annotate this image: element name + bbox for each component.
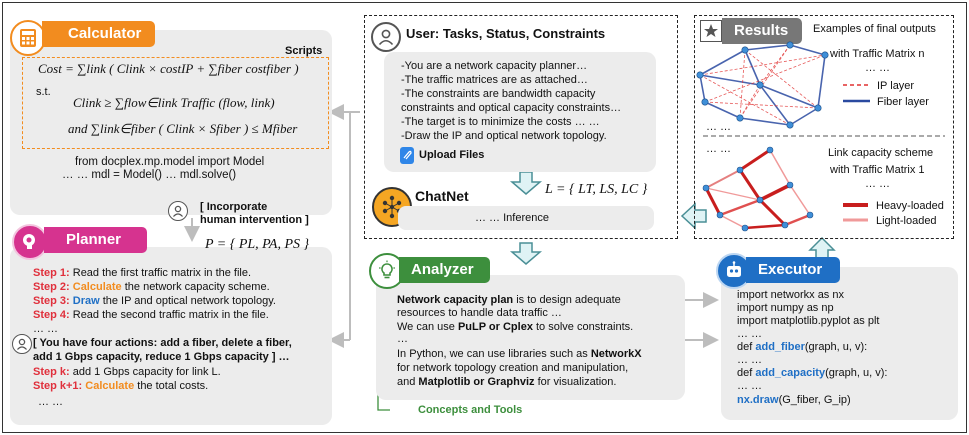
hollow-arrow-down-chatnet [509,171,543,195]
legend-heavy-label: Heavy-loaded [876,200,944,212]
results-examples: Examples of final outputs [813,23,936,35]
analyzer-p1-l3: We can use PuLP or Cplex to solve constr… [397,321,634,333]
user-title: User: Tasks, Status, Constraints [406,26,606,41]
planner-step-4: Step 4: Read the second traffic matrix i… [33,309,269,321]
scripts-box [22,57,329,149]
analyzer-panel [376,275,685,400]
exec-line-3: import matplotlib.pyplot as plt [737,315,880,327]
results-ellipsis-left: … … [706,121,732,133]
inference-text: … … Inference [475,212,549,224]
chatnet-title: ChatNet [415,188,469,204]
concepts-tools-label: Concepts and Tools [418,404,523,416]
inference-panel [398,206,654,230]
planner-step-k: Step k: add 1 Gbps capacity for link L. [33,366,221,378]
constraint-1: Clink ≥ ∑flow∈link Traffic (flow, link) [73,95,275,110]
user-line-5: -The target is to minimize the costs … … [401,116,600,128]
user-chatnet-box [364,15,678,239]
planner-step-2: Step 2: Calculate the network capacity s… [33,281,270,293]
results-title: Results [722,18,803,44]
planner-formula: P = { PL, PA, PS } [205,237,310,252]
human-actions-1: [ You have four actions: add a fiber, de… [33,337,292,349]
exec-line-8: … … [737,380,763,392]
constraint-2: and ∑link∈fiber ( Clink × Sfiber ) ≤ Mfi… [68,121,298,136]
analyzer-p2-l3: and Matplotlib or Graphviz for visualiza… [397,376,617,388]
analyzer-p1-l4: … [397,333,408,345]
brain-icon [12,224,48,260]
results-tm-1: with Traffic Matrix 1 [830,164,925,176]
chatnet-formula: L = { LT, LS, LC } [545,182,648,197]
file-icon [400,146,414,164]
analyzer-p2-l1: In Python, we can use libraries such as … [397,348,642,360]
user-line-4: constraints and optical capacity constra… [401,102,622,114]
robot-icon [716,253,752,289]
exec-line-5: def add_fiber(graph, u, v): [737,341,868,353]
intervention-line-2: human intervention ] [200,214,309,226]
st-label: s.t. [36,86,51,98]
exec-line-1: import networkx as nx [737,289,844,301]
user-icon-planner [12,334,32,354]
calc-code-2: … … mdl = Model() … mdl.solve() [62,169,237,181]
user-icon [371,22,401,52]
executor-panel [721,267,958,420]
planner-panel [10,247,332,425]
upload-files-button[interactable]: Upload Files [400,146,484,164]
user-line-1: -You are a network capacity planner… [401,60,588,72]
exec-line-2: import numpy as np [737,302,834,314]
star-icon [700,20,722,42]
exec-line-6: … … [737,354,763,366]
results-box [694,15,954,239]
human-actions-2: add 1 Gbps capacity, reduce 1 Gbps capac… [33,351,290,363]
user-line-3: -The constraints are bandwidth capacity [401,88,596,100]
calc-code-1: from docplex.mp.model import Model [75,156,265,168]
results-link-scheme: Link capacity scheme [828,147,934,159]
cost-formula: Cost = ∑link ( Clink × costIP + ∑fiber c… [38,61,299,76]
results-ellipsis-mid: … … [865,178,891,190]
planner-ellipsis-2: … … [38,396,64,408]
analyzer-p1-l1: Network capacity plan is to design adequ… [397,294,621,306]
user-line-2: -The traffic matrices are as attached… [401,74,588,86]
analyzer-p2-l2: for network topology creation and manipu… [397,362,629,374]
results-ellipsis-left2: … … [706,143,732,155]
results-tm-n: with Traffic Matrix n [830,48,925,60]
executor-title: Executor [746,257,841,283]
intervention-line-1: [ Incorporate [200,201,268,213]
exec-line-4: … … [737,328,763,340]
legend-light-label: Light-loaded [876,215,937,227]
user-message-panel [384,52,656,172]
planner-ellipsis-1: … … [33,323,59,335]
scripts-label: Scripts [285,45,323,57]
calculator-panel [10,30,332,215]
planner-step-3: Step 3: Draw the IP and optical network … [33,295,276,307]
analyzer-p1-l2: resources to handle data traffic … [397,307,562,319]
exec-line-9: nx.draw(G_fiber, G_ip) [737,394,851,406]
calculator-title: Calculator [42,21,156,47]
legend-fiber-label: Fiber layer [877,96,929,108]
planner-step-k1: Step k+1: Calculate the total costs. [33,380,209,392]
user-line-6: -Draw the IP and optical network topolog… [401,130,607,142]
exec-line-7: def add_capacity(graph, u, v): [737,367,888,379]
hollow-arrow-down-analyzer [509,242,543,265]
planner-step-1: Step 1: Read the first traffic matrix in… [33,267,252,279]
user-icon-intervention [168,201,188,221]
results-ellipsis-top: … … [865,62,891,74]
analyzer-title: Analyzer [399,257,490,283]
planner-title: Planner [44,227,148,253]
legend-ip-label: IP layer [877,80,915,92]
